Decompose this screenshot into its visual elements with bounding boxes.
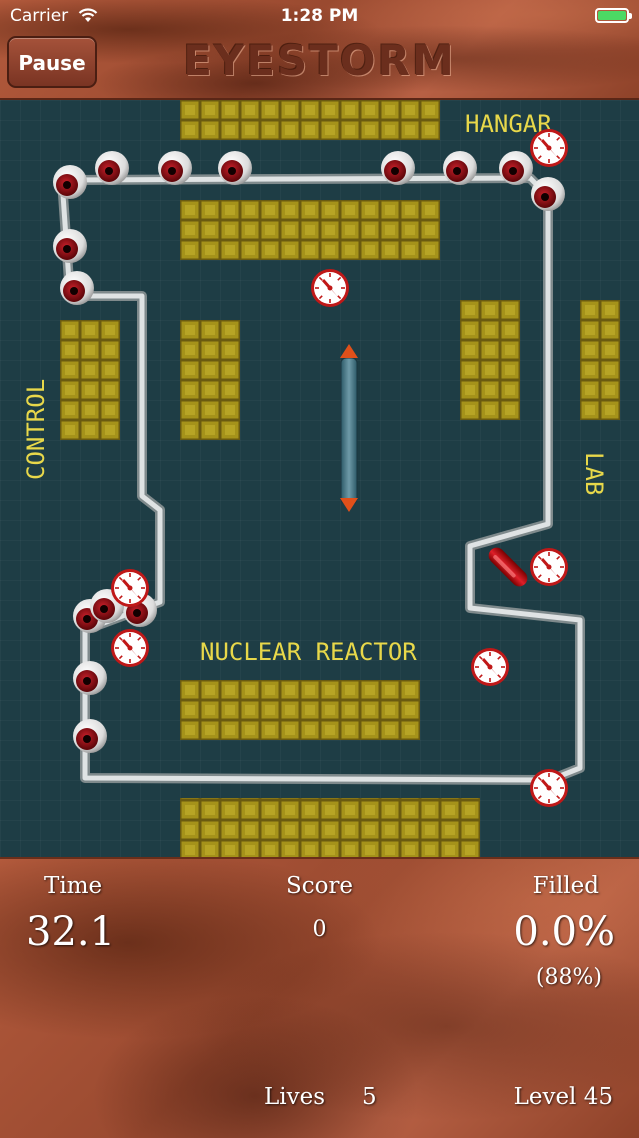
hud-panel: Time 32.1 Score 0 Filled 0.0% (88%) Live… [0,857,639,1138]
tile-block-lab [580,300,620,420]
wifi-icon [78,8,98,22]
status-bar: Carrier 1:28 PM [0,0,639,34]
time-label: Time [44,873,103,899]
eyeball-icon [443,151,477,185]
label-lab: LAB [580,452,608,495]
gauge-icon [109,567,151,609]
eyeball-icon [499,151,533,185]
clock: 1:28 PM [280,6,359,26]
gauge-icon [109,627,151,669]
gauge-icon [469,646,511,688]
pause-button[interactable]: Pause [7,36,97,88]
tile-block-center [180,320,240,440]
board-canvas[interactable]: HANGAR CONTROL LAB NUCLEAR REACTOR [0,100,639,857]
top-bar: Carrier 1:28 PM Pause EYESTORM [0,0,639,100]
level-label: Level 45 [513,1084,613,1110]
game-board[interactable]: HANGAR CONTROL LAB NUCLEAR REACTOR [0,100,639,857]
eyeball-icon [158,151,192,185]
eyeball-icon [73,661,107,695]
carrier-name: Carrier [10,6,69,26]
tile-block-upper [180,200,440,260]
battery-icon [595,8,632,23]
lives-label: Lives [264,1084,326,1110]
eyeball-icon [218,151,252,185]
eyeball-icon [381,151,415,185]
time-value: 32.1 [26,909,116,955]
gauge-icon [309,267,351,309]
tile-blocks [60,100,620,857]
eyeball-icon [95,151,129,185]
label-nuclear-reactor: NUCLEAR REACTOR [200,638,417,666]
eyeball-icon [60,271,94,305]
score-value: 0 [312,917,327,942]
score-label: Score [285,873,354,899]
game-title: EYESTORM [183,36,456,85]
capsule-icon [488,547,528,587]
eyeball-icon [73,719,107,753]
label-control: CONTROL [22,379,50,480]
tile-block-control [60,320,120,440]
gauge-icon [528,767,570,809]
double-arrow-slider-icon[interactable] [340,344,358,512]
eyeball-icon [53,229,87,263]
tile-block-bottom [180,798,480,857]
tile-block-top [180,100,440,140]
lives-value: 5 [362,1084,377,1110]
gauge-icon [528,127,570,169]
filled-label: Filled [532,873,599,899]
gauge-icon [528,546,570,588]
eyeball-icon [53,165,87,199]
tile-block-right [460,300,520,420]
filled-value: 0.0% [513,909,615,955]
filled-target: (88%) [535,965,602,990]
tile-block-reactor [180,680,420,740]
eyeball-icon [531,177,565,211]
